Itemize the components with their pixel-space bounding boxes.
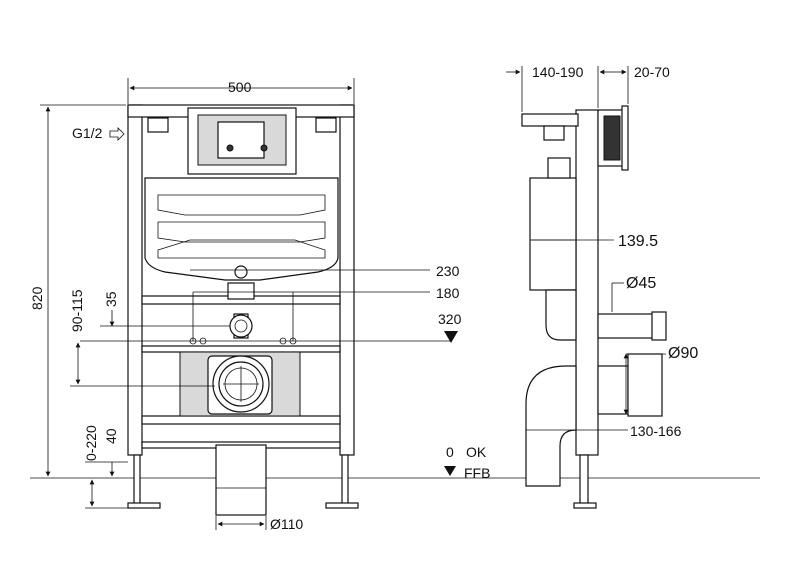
side-cistern-valve [547,157,571,179]
flush-pipe-ring [229,314,253,338]
button-right [260,144,268,152]
dim-90-115-label: 90-115 [69,289,85,332]
dim-500-label: 500 [228,79,252,95]
left-bracket [147,117,169,133]
flush-pipe-inner [234,319,248,333]
outlet-pipe [215,444,267,516]
left-upright [127,104,143,456]
right-foot [341,454,349,506]
side-flush-bend [545,289,577,341]
side-drain-collar [627,353,663,417]
dim-20-70-label: 20-70 [634,64,670,80]
cross-rail-mid [141,345,341,353]
right-upright [339,104,355,456]
cistern-rib-1 [157,194,326,216]
button-left [226,144,234,152]
side-foot-plate [573,502,597,509]
inlet-arrow-icon [109,127,125,141]
cross-rail-lower [141,415,341,425]
side-top-bracket [521,113,579,127]
flush-outlet [234,265,248,279]
dim-140-190-label: 140-190 [532,64,584,80]
dim-110-label: Ø110 [270,516,303,532]
inlet-label: G1/2 [72,125,103,141]
dim-0-220-label: 0-220 [83,425,99,461]
right-foot-plate [325,502,359,509]
side-actuator-plate [603,115,621,161]
floor-ffb-label: FFB [464,465,490,481]
dim-139-5-label: 139.5 [618,233,658,250]
dim-130-166-label: 130-166 [630,423,682,439]
dim-40-label: 40 [103,428,119,444]
side-drain-pipe [597,365,629,415]
level-triangle-320-icon [444,331,458,343]
left-foot-plate [127,502,161,509]
left-foot [133,454,141,506]
flush-pipe-connector [227,282,255,300]
right-bracket [315,117,337,133]
dim-820-label: 820 [29,286,45,310]
dim-45-label: Ø45 [626,275,656,292]
side-view: 140-190 20-70 139.5 Ø45 Ø90 130-166 [506,64,698,509]
floor-zero-label: 0 [446,444,454,460]
front-view: 500 820 G1/2 35 90-115 40 0-220 230 180 … [29,78,760,532]
side-flush-pipe-end [651,311,667,341]
side-cistern [529,177,577,291]
side-drain-bend [525,365,577,487]
cistern-rib-3 [157,239,326,259]
dim-320-label: 320 [438,311,462,327]
dim-230-label: 230 [436,263,460,279]
actuator-window [217,121,265,159]
side-upright [575,109,599,456]
side-top-block [543,125,565,141]
dim-90-label: Ø90 [668,345,698,362]
floor-triangle-icon [444,466,456,476]
side-foot [579,454,589,508]
cistern-body [144,177,339,281]
dim-180-label: 180 [436,285,460,301]
side-flush-pipe [597,313,659,339]
floor-ok-label: OK [466,444,487,460]
dim-35-label: 35 [103,291,119,307]
side-actuator-cover [621,105,629,171]
